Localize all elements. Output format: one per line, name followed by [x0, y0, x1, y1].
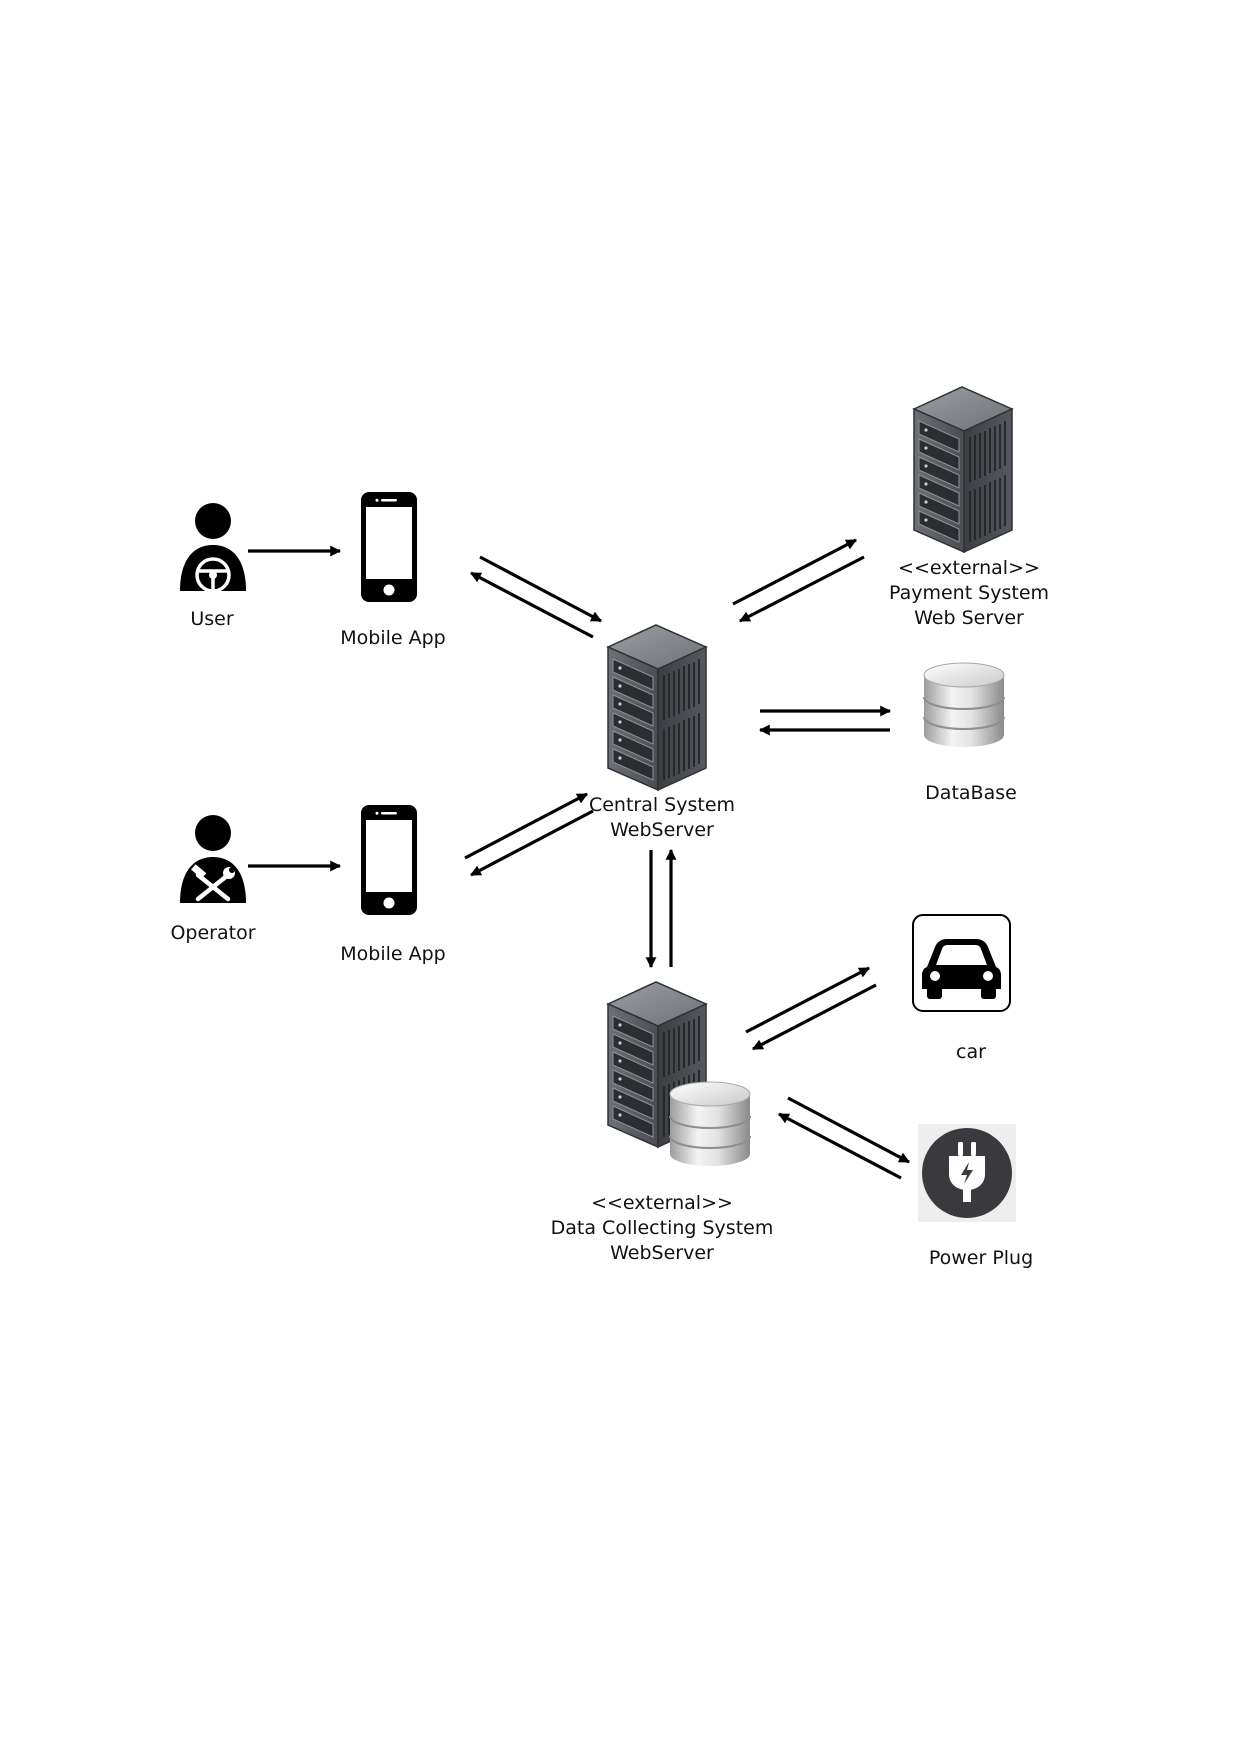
central-server-icon [607, 624, 707, 791]
data-collecting-system-label: <<external>> Data Collecting System WebS… [550, 1192, 774, 1264]
user-icon [180, 503, 246, 593]
database-label: DataBase [925, 782, 1017, 804]
arrow-operatorapp-to-central [464, 792, 588, 860]
operator-mobile-app-label: Mobile App [340, 943, 446, 965]
power-plug-icon [918, 1124, 1016, 1222]
arrow-central-to-userapp [470, 571, 594, 639]
arrows [248, 538, 910, 1180]
central-system-label: Central System WebServer [588, 794, 736, 841]
payment-system-label: <<external>> Payment System Web Server [888, 557, 1050, 629]
arrow-datacollecting-to-plug [787, 1096, 910, 1164]
arrow-central-to-operatorapp [470, 809, 594, 877]
operator-icon [180, 815, 246, 903]
power-plug-label: Power Plug [928, 1247, 1034, 1269]
operator-mobile-app-icon [361, 805, 417, 915]
data-collecting-database-icon [669, 1081, 751, 1167]
arrow-datacollecting-to-car [745, 966, 870, 1034]
arrow-plug-to-datacollecting [778, 1112, 902, 1180]
arrow-central-to-payment [732, 538, 857, 606]
payment-server-icon [913, 386, 1013, 553]
arrow-payment-to-central [739, 555, 865, 623]
arrow-userapp-to-central [479, 555, 602, 623]
operator-label: Operator [170, 922, 256, 944]
user-mobile-app-icon [361, 492, 417, 602]
arrow-car-to-datacollecting [752, 983, 877, 1051]
user-mobile-app-label: Mobile App [340, 627, 446, 649]
database-icon [923, 662, 1005, 748]
user-label: User [190, 608, 234, 630]
car-icon [912, 914, 1011, 1012]
car-label: car [956, 1041, 986, 1063]
